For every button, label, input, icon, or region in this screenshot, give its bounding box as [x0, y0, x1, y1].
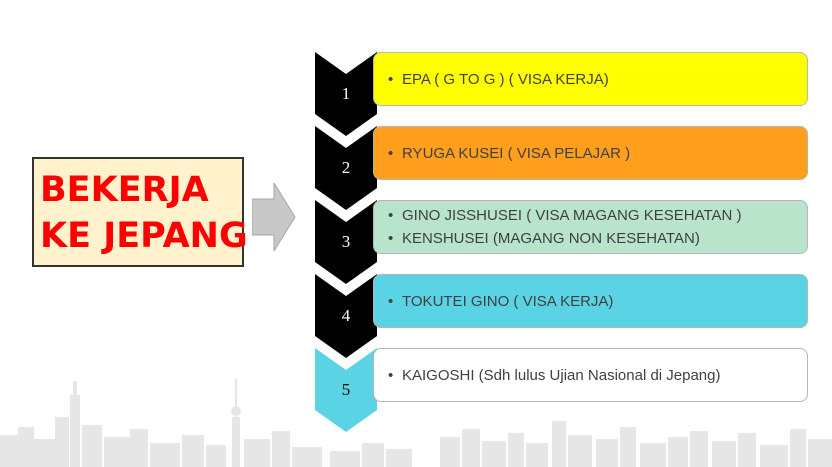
- bullet-dot: •: [388, 230, 394, 247]
- item-text: KAIGOSHI (Sdh lulus Ujian Nasional di Je…: [402, 366, 721, 384]
- step-box-5: • KAIGOSHI (Sdh lulus Ujian Nasional di J…: [373, 348, 808, 402]
- chevron-step-1: [315, 52, 377, 136]
- step-number-2: 2: [341, 158, 351, 177]
- chevron-step-4: [315, 274, 377, 358]
- chevron-step-3: [315, 200, 377, 284]
- list-item: • TOKUTEI GINO ( VISA KERJA): [388, 290, 807, 313]
- step-number-3: 3: [341, 232, 351, 251]
- list-item: • KAIGOSHI (Sdh lulus Ujian Nasional di J…: [388, 364, 807, 387]
- bullet-dot: •: [388, 366, 394, 384]
- title-line-2: KE JEPANG: [40, 216, 248, 256]
- title-box: BEKERJA KE JEPANG: [32, 157, 248, 267]
- chevron-step-2: [315, 126, 377, 210]
- bullet-dot: •: [388, 144, 394, 162]
- right-arrow-icon: [252, 183, 296, 251]
- item-text: EPA ( G TO G ) ( VISA KERJA): [402, 70, 609, 88]
- item-text: TOKUTEI GINO ( VISA KERJA): [402, 292, 614, 310]
- step-number-4: 4: [341, 306, 351, 325]
- step-box-3: • GINO JISSHUSEI ( VISA MAGANG KESEHATAN …: [373, 200, 808, 254]
- list-item: • GINO JISSHUSEI ( VISA MAGANG KESEHATAN …: [388, 204, 807, 227]
- chevron-step-5: [315, 348, 377, 432]
- item-text: RYUGA KUSEI ( VISA PELAJAR ): [402, 144, 631, 162]
- step-number-1: 1: [341, 84, 351, 103]
- bullet-dot: •: [388, 292, 394, 310]
- step-box-2: • RYUGA KUSEI ( VISA PELAJAR ): [373, 126, 808, 180]
- item-text: GINO JISSHUSEI ( VISA MAGANG KESEHATAN ): [402, 207, 742, 224]
- list-item: • EPA ( G TO G ) ( VISA KERJA): [388, 68, 807, 91]
- item-text: KENSHUSEI (MAGANG NON KESEHATAN): [402, 230, 700, 247]
- step-box-4: • TOKUTEI GINO ( VISA KERJA): [373, 274, 808, 328]
- step-box-1: • EPA ( G TO G ) ( VISA KERJA): [373, 52, 808, 106]
- city-skyline-background: [0, 379, 832, 467]
- list-item: • KENSHUSEI (MAGANG NON KESEHATAN): [388, 227, 807, 250]
- list-item: • RYUGA KUSEI ( VISA PELAJAR ): [388, 142, 807, 165]
- bullet-dot: •: [388, 70, 394, 88]
- step-number-5: 5: [341, 380, 351, 399]
- bullet-dot: •: [388, 207, 394, 224]
- title-line-1: BEKERJA: [40, 170, 209, 210]
